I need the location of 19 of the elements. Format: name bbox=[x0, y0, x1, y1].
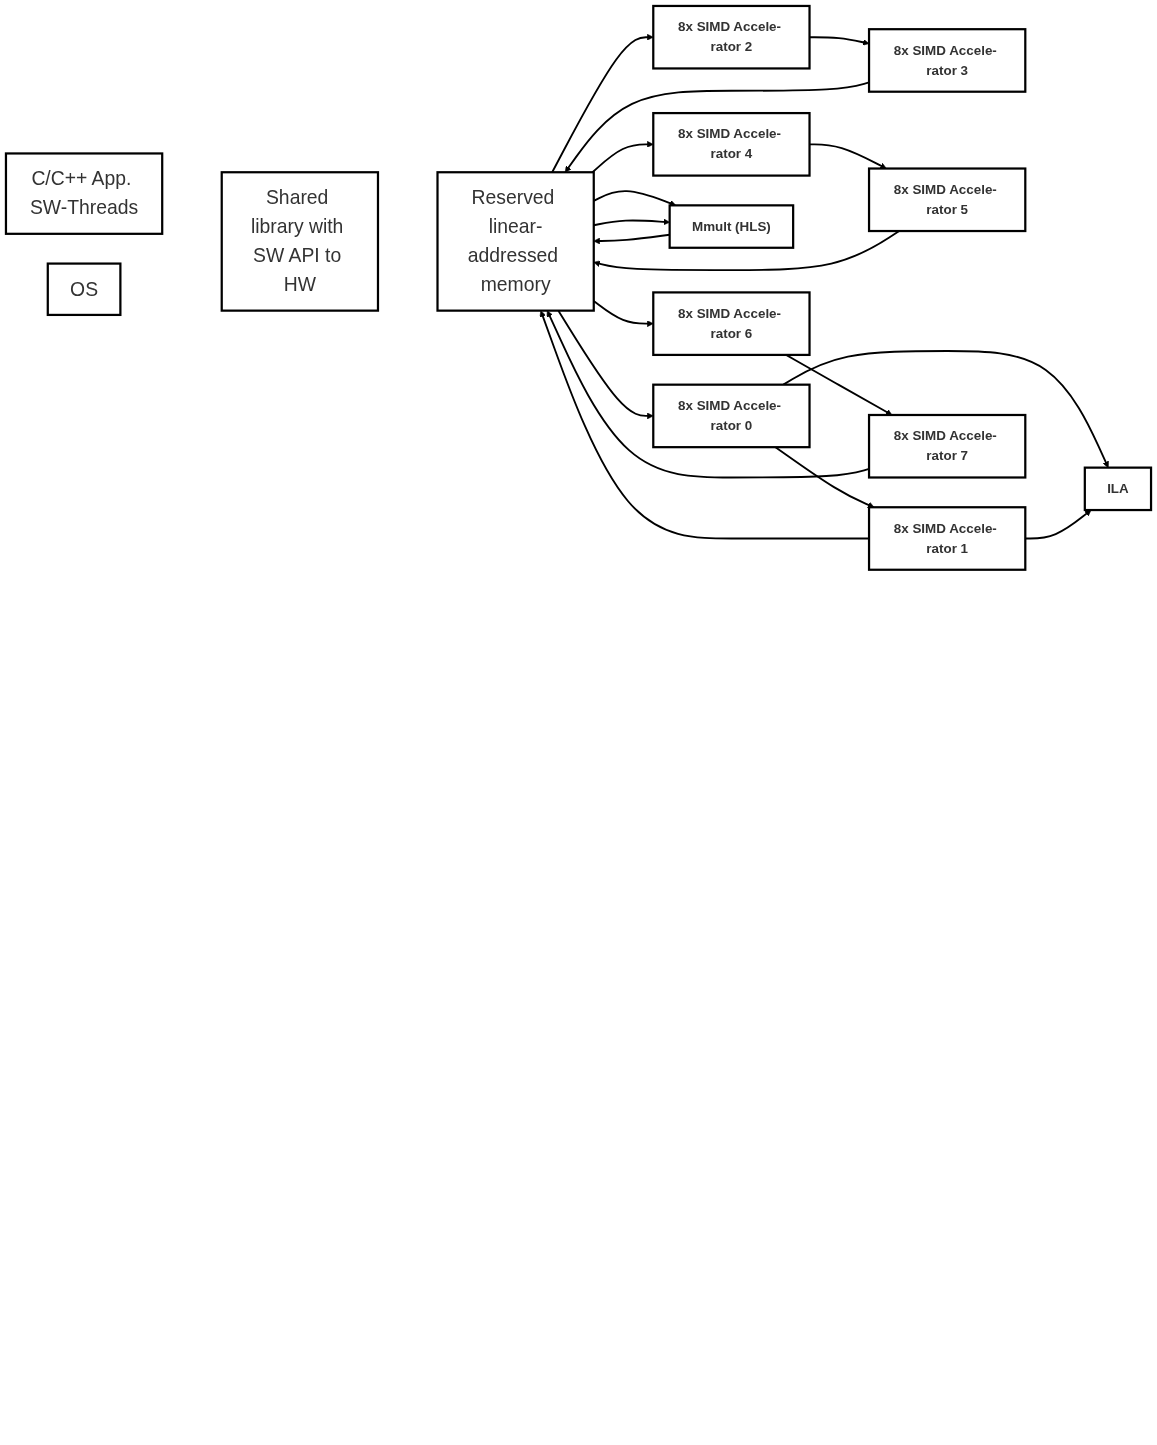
arrow bbox=[551, 33, 654, 174]
node-box: Reserved linear-addressed memory bbox=[436, 171, 595, 312]
node-box: ILA bbox=[1083, 466, 1153, 512]
node-box: OS bbox=[46, 262, 122, 317]
node-box: 8x SIMD Accele- rator 0 bbox=[652, 383, 811, 449]
node-box: Mmult (HLS) bbox=[668, 204, 795, 249]
node-box: 8x SIMD Accele- rator 1 bbox=[867, 506, 1027, 571]
node-box: 8x SIMD Accele- rator 3 bbox=[867, 28, 1027, 93]
node-box: 8x SIMD Accele- rator 7 bbox=[867, 413, 1027, 479]
arrow bbox=[546, 310, 870, 479]
arrow bbox=[564, 81, 870, 173]
node-box: 8x SIMD Accele- rator 6 bbox=[652, 291, 811, 357]
arrow bbox=[539, 310, 870, 540]
node-box: 8x SIMD Accele- rator 5 bbox=[867, 167, 1027, 233]
arrow bbox=[591, 141, 654, 174]
node-box: 8x SIMD Accele- rator 4 bbox=[652, 111, 811, 177]
node-box: Shared library with SW API to HW bbox=[220, 171, 380, 312]
node-box: C/C++ App. SW-Threads bbox=[4, 152, 164, 235]
node-box: 8x SIMD Accele- rator 2 bbox=[652, 4, 811, 70]
